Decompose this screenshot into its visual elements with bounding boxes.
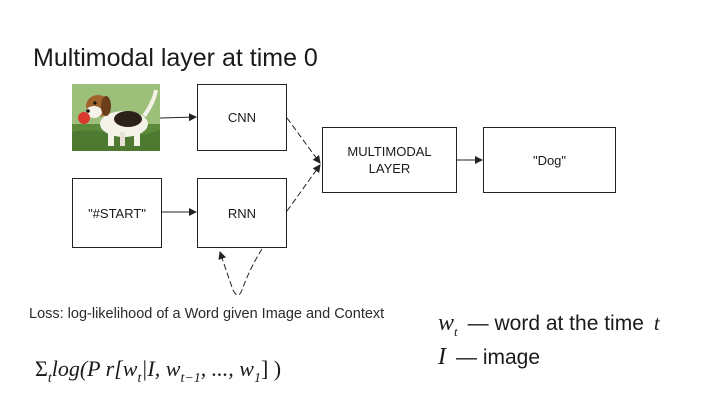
formula-body-end: , ..., w [200,356,254,381]
image-to-cnn-arrow [159,113,197,122]
rnn-label: RNN [227,205,257,221]
loss-formula: Σtlog(P r[wt|I, wt−1, ..., w1] ) [35,356,282,386]
legend-w-symbol: wt [438,310,458,339]
formula-body-start: log(P r[w [51,356,138,381]
legend-w-tail: t [653,311,660,335]
start-token-node: "#START" [72,178,162,248]
formula-sigma: Σ [35,356,48,381]
cnn-label: CNN [227,110,257,125]
output-word-label: "Dog" [532,152,567,168]
formula-w2-sub: t−1 [180,371,201,386]
rnn-node: RNN [197,178,287,248]
rnn-to-multimodal-arrow [286,164,321,212]
page-title: Multimodal layer at time 0 [33,44,318,72]
multimodal-layer-node: MULTIMODAL LAYER [322,127,457,193]
legend-w-text: — word at the time [467,312,644,335]
legend-i-symbol: I [438,344,446,370]
legend-i-text: — image [456,346,541,369]
cnn-to-multimodal-arrow [286,117,321,164]
formula-close: ] ) [260,356,282,381]
formula-w-sub: t [137,371,142,386]
legend-word-row: wt — word at the time t [438,310,660,339]
dog-photo-icon [72,84,160,151]
formula-sigma-sub: t [47,371,52,386]
multimodal-label-line1: MULTIMODAL [347,144,432,159]
formula-body-mid: |I, w [141,356,181,381]
cnn-node: CNN [197,84,287,151]
loss-description: Loss: log-likelihood of a Word given Ima… [29,306,385,322]
output-word-node: "Dog" [483,127,616,193]
formula-w3-sub: 1 [253,371,261,386]
legend-image-row: I — image [438,344,540,371]
rnn-recurrent-loop [218,248,263,296]
start-token-label: "#START" [88,205,146,221]
multimodal-label-line2: LAYER [368,161,411,176]
